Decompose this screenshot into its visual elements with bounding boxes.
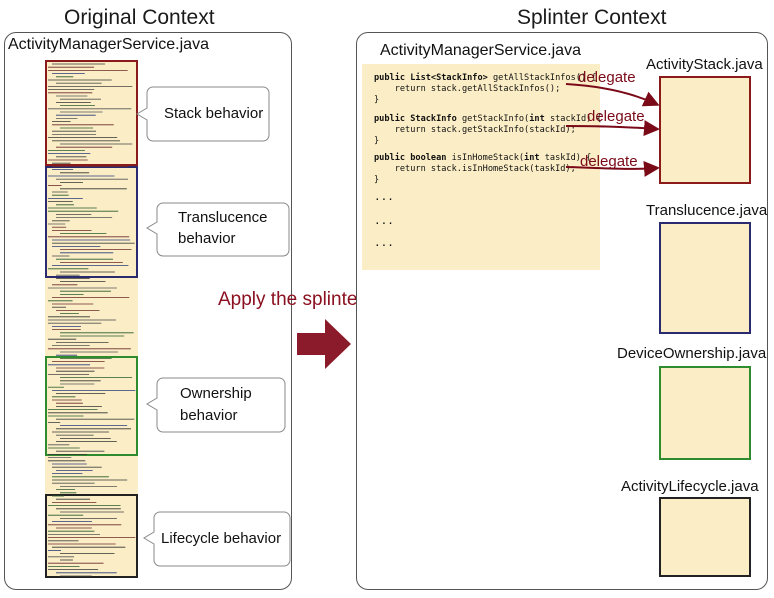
code-line-4: public StackInfo getStackInfo(int stackI… [374,114,602,124]
ownership-callout-line1: Ownership [180,385,252,402]
splinter-context-title: Splinter Context [517,6,667,29]
delegate-arrow-2 [565,120,660,137]
delegate-label-2: delegate [587,108,645,125]
activity-stack-thumb[interactable] [659,76,751,184]
device-ownership-thumb[interactable] [659,366,751,460]
code-line-1: public List<StackInfo> getAllStackInfos(… [374,73,597,83]
splinter-code-block [362,64,600,270]
code-line-9: } [374,175,380,185]
original-context-title: Original Context [64,6,215,29]
code-line-8: return stack.isInHomeStack(taskId); [374,164,576,174]
code-ellipsis-2: ... [374,214,394,227]
translucence-callout-line1: Translucence [178,209,268,226]
delegate-label-1: delegate [578,69,636,86]
delegate-arrow-3 [565,160,660,177]
activity-lifecycle-file-name: ActivityLifecycle.java [621,478,759,495]
ownership-callout-line2: behavior [180,407,238,424]
lifecycle-callout-text: Lifecycle behavior [161,530,282,547]
translucence-thumb[interactable] [659,222,751,334]
activity-lifecycle-thumb[interactable] [659,497,751,577]
translucence-file-name: Translucence.java [646,202,768,219]
splinter-file-name: ActivityManagerService.java [380,42,581,59]
code-line-2: return stack.getAllStackInfos(); [374,84,561,94]
stack-callout-text: Stack behavior [164,105,264,122]
delegate-arrow-1 [565,83,660,107]
code-line-5: return stack.getStackInfo(stackId); [374,125,576,135]
code-line-6: } [374,136,380,146]
stack-code-region [45,60,138,166]
lifecycle-code-region [45,494,138,578]
code-ellipsis-3: ... [374,236,394,249]
code-line-7: public boolean isInHomeStack(int taskId)… [374,153,592,163]
device-ownership-file-name: DeviceOwnership.java [617,345,767,362]
code-ellipsis-1: ... [374,190,394,203]
original-file-name: ActivityManagerService.java [8,36,209,53]
translucence-callout-line2: behavior [178,230,236,247]
code-line-3: } [374,95,380,105]
activity-stack-file-name: ActivityStack.java [646,56,763,73]
delegate-label-3: delegate [580,153,638,170]
